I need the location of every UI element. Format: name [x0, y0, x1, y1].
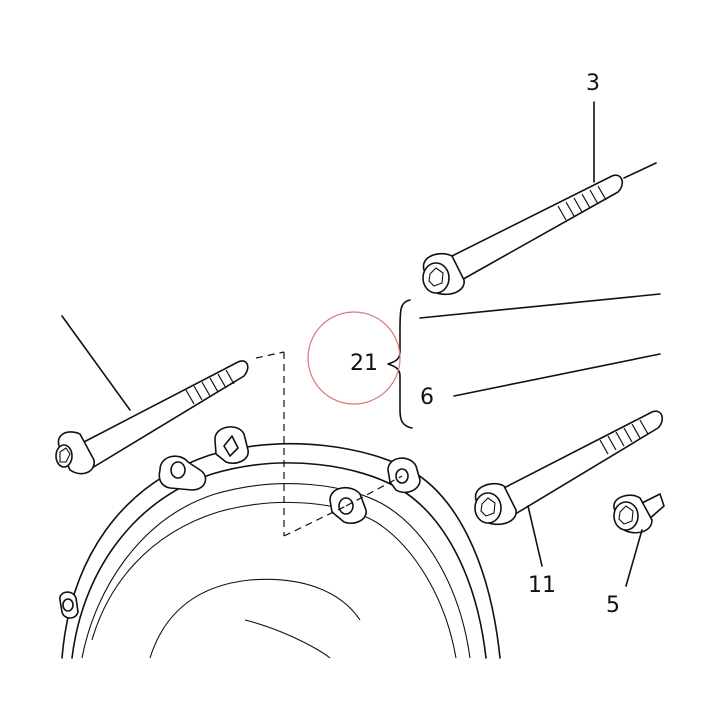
- cover-housing: [59, 426, 501, 659]
- callout-6: 6: [420, 385, 434, 410]
- callout-11: 11: [528, 573, 556, 598]
- screw-part-5: [613, 493, 665, 587]
- highlight-circle: [307, 311, 401, 405]
- bolt-part-11: [474, 410, 664, 567]
- callout-5: 5: [606, 593, 620, 618]
- callout-3: 3: [586, 71, 600, 96]
- long-bolt-left: [55, 315, 249, 475]
- bolt-part-3: [422, 101, 657, 296]
- group-bracket: [387, 293, 661, 429]
- assembly-guide-lines: [255, 351, 403, 537]
- callout-21: 21: [350, 351, 378, 376]
